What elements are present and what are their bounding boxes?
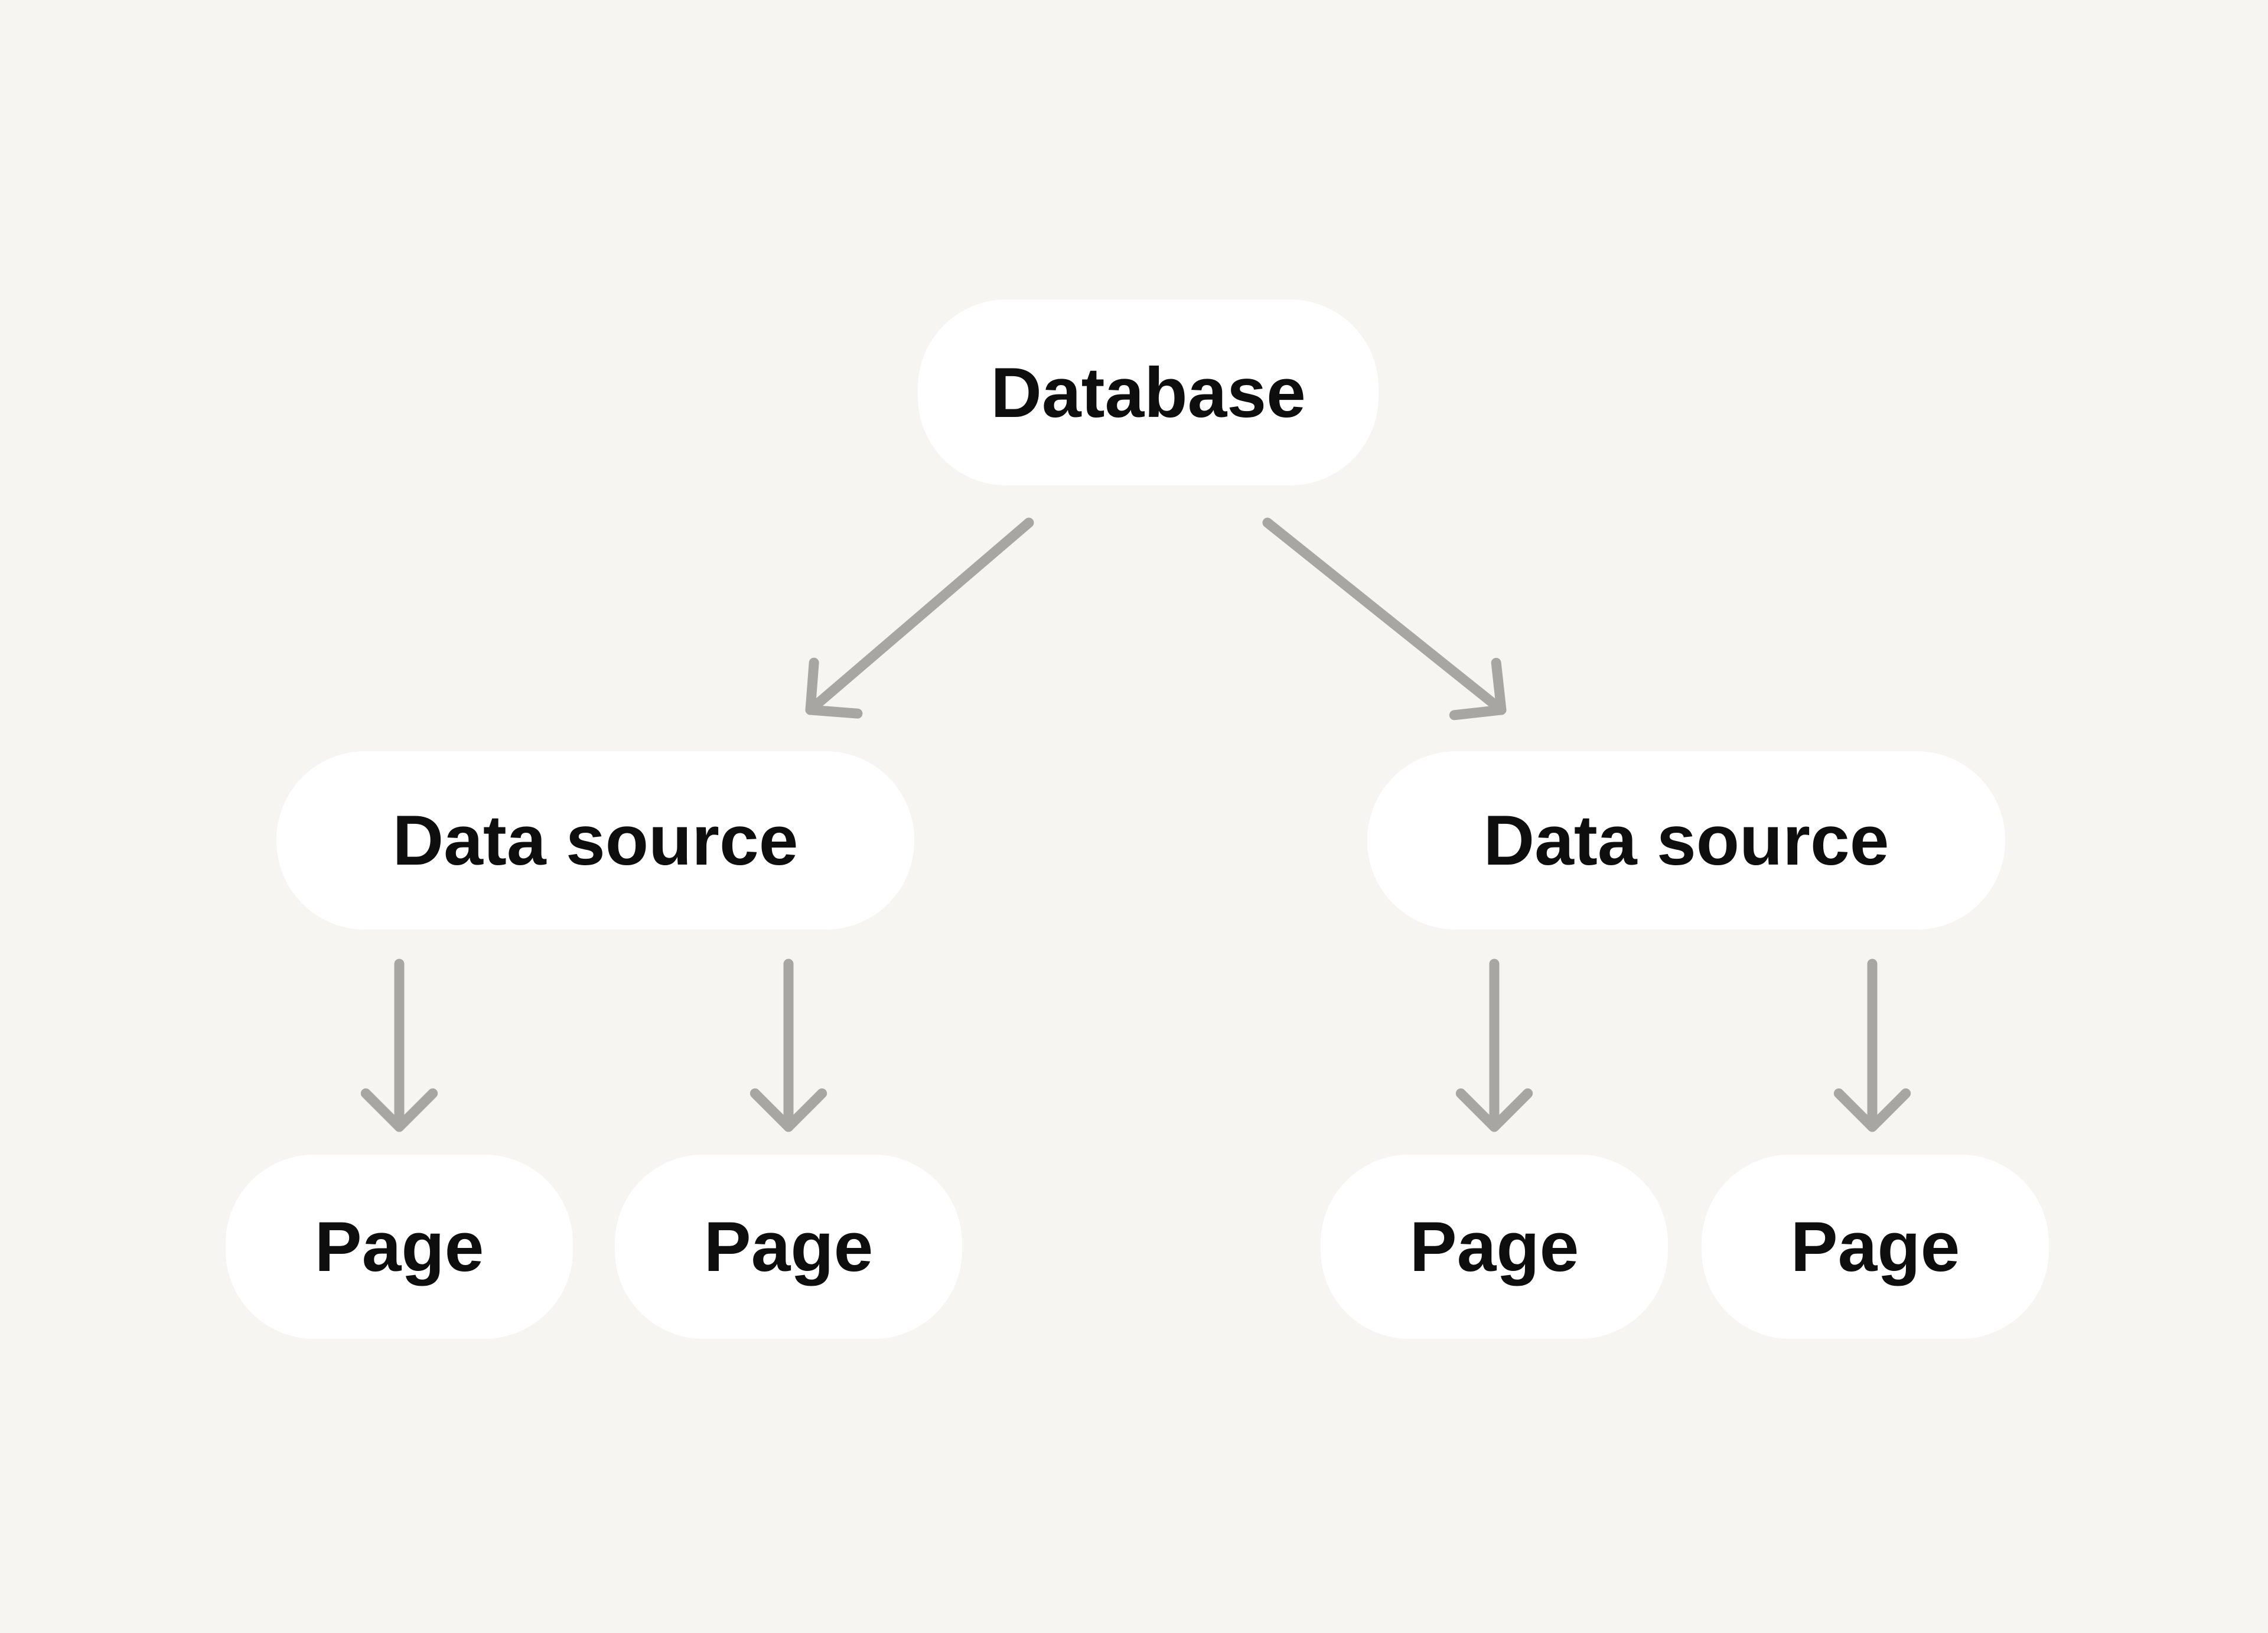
node-page-1-label: Page [314, 1207, 484, 1286]
node-page-2: Page [615, 1155, 962, 1339]
edge-database-to-datasource-left [805, 517, 1034, 719]
node-page-1: Page [226, 1155, 573, 1339]
node-data-source-left: Data source [276, 751, 914, 930]
edge-database-to-datasource-right [1262, 517, 1507, 721]
node-page-2-label: Page [703, 1207, 874, 1286]
node-page-3-label: Page [1409, 1207, 1579, 1286]
node-page-4: Page [1702, 1155, 2049, 1339]
node-database-label: Database [990, 353, 1306, 432]
node-page-3: Page [1321, 1155, 1668, 1339]
node-data-source-right: Data source [1367, 751, 2005, 930]
node-data-source-left-label: Data source [392, 801, 799, 880]
node-data-source-right-label: Data source [1483, 801, 1889, 880]
node-database: Database [918, 299, 1379, 485]
node-page-4-label: Page [1790, 1207, 1960, 1286]
